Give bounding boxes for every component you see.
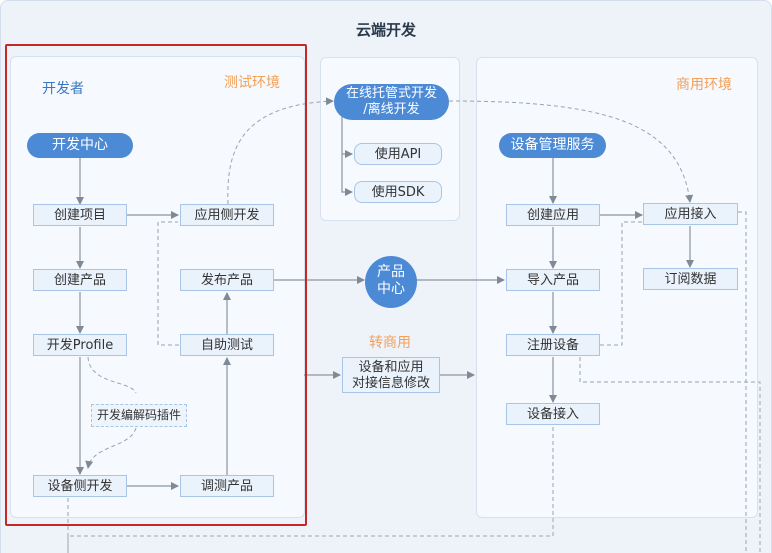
use-sdk-box[interactable]: 使用SDK — [354, 181, 442, 203]
modify-info-line-1: 设备和应用 — [358, 360, 424, 375]
app-access-box[interactable]: 应用接入 — [643, 203, 738, 225]
online-dev-line-1: 在线托管式开发 — [345, 86, 437, 101]
commercial-env-label: 商用环境 — [676, 77, 732, 93]
self-test-box[interactable]: 自助测试 — [180, 334, 274, 356]
product-center-line-2: 中心 — [377, 281, 405, 297]
to-commercial-label: 转商用 — [369, 335, 411, 351]
register-device-box[interactable]: 注册设备 — [506, 334, 600, 356]
dev-center-pill[interactable]: 开发中心 — [27, 133, 133, 158]
highlight-box — [5, 44, 307, 526]
publish-product-box[interactable]: 发布产品 — [180, 269, 274, 291]
online-dev-line-2: /离线开发 — [363, 102, 420, 117]
device-dev-box[interactable]: 设备侧开发 — [33, 475, 127, 497]
use-api-box[interactable]: 使用API — [354, 143, 442, 165]
app-dev-box[interactable]: 应用侧开发 — [180, 204, 274, 226]
online-dev-pill[interactable]: 在线托管式开发 /离线开发 — [334, 84, 449, 120]
create-project-box[interactable]: 创建项目 — [33, 204, 127, 226]
modify-info-line-2: 对接信息修改 — [351, 376, 430, 391]
subscribe-data-box[interactable]: 订阅数据 — [643, 268, 738, 290]
device-access-box[interactable]: 设备接入 — [506, 403, 600, 425]
diagram-title: 云端开发 — [355, 21, 416, 39]
dev-profile-box[interactable]: 开发Profile — [33, 334, 127, 356]
device-mgmt-pill[interactable]: 设备管理服务 — [499, 133, 606, 158]
product-center-circle[interactable]: 产品 中心 — [365, 256, 417, 308]
developer-label: 开发者 — [42, 81, 84, 97]
create-product-box[interactable]: 创建产品 — [33, 269, 127, 291]
product-center-line-1: 产品 — [377, 264, 405, 280]
test-env-label: 测试环境 — [224, 75, 280, 91]
create-app-box[interactable]: 创建应用 — [506, 204, 600, 226]
import-product-box[interactable]: 导入产品 — [506, 269, 600, 291]
modify-info-box[interactable]: 设备和应用 对接信息修改 — [342, 357, 440, 393]
codec-plugin-box[interactable]: 开发编解码插件 — [91, 404, 187, 427]
debug-product-box[interactable]: 调测产品 — [180, 475, 274, 497]
